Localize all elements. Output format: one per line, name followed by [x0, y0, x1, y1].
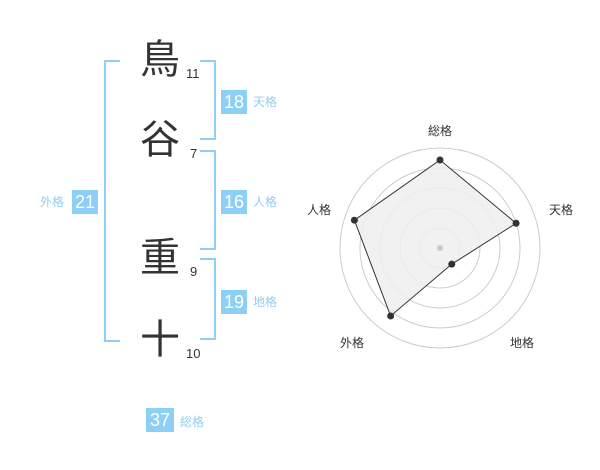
chikaku-label: 地格	[253, 295, 278, 309]
tenkaku-label: 天格	[253, 95, 278, 109]
jinkaku-label: 人格	[253, 195, 278, 209]
radar-point-5	[350, 216, 358, 224]
gaikaku-value: 21	[72, 190, 98, 214]
radar-chart	[339, 147, 541, 349]
gaikaku-bracket	[104, 60, 120, 342]
tenkaku-value: 18	[221, 90, 247, 114]
radar-point-2	[512, 219, 520, 227]
radar-axis-label-tenkaku: 天格	[549, 203, 574, 217]
radar-point-1	[436, 156, 444, 164]
radar-point-3	[448, 260, 456, 268]
name-char-3: 重	[140, 235, 180, 281]
radar-axis-label-chikaku: 地格	[510, 336, 535, 350]
radar-axis-label-jinkaku: 人格	[307, 203, 332, 217]
stroke-count-1: 11	[186, 66, 200, 81]
chikaku-bracket	[200, 258, 216, 340]
soukaku-value: 37	[146, 408, 174, 432]
chikaku-value: 19	[221, 290, 247, 314]
tenkaku-bracket	[200, 60, 216, 140]
stroke-count-2: 7	[190, 146, 198, 161]
name-char-4: 十	[140, 317, 180, 363]
radar-axis-label-gaikaku: 外格	[340, 336, 365, 350]
radar-grid-ring	[339, 147, 541, 349]
name-char-2: 谷	[140, 117, 180, 163]
radar-data-polygon	[353, 159, 517, 317]
stroke-count-4: 10	[186, 346, 201, 361]
soukaku-label: 総格	[180, 415, 205, 429]
radar-axis-label-soukaku: 総格	[428, 124, 453, 138]
stroke-count-3: 9	[190, 264, 198, 279]
radar-point-4	[387, 312, 395, 320]
gaikaku-label: 外格	[40, 195, 65, 209]
jinkaku-value: 16	[221, 190, 247, 214]
jinkaku-bracket	[200, 150, 216, 250]
radar-center-dot	[437, 245, 443, 251]
name-char-1: 鳥	[140, 37, 180, 83]
